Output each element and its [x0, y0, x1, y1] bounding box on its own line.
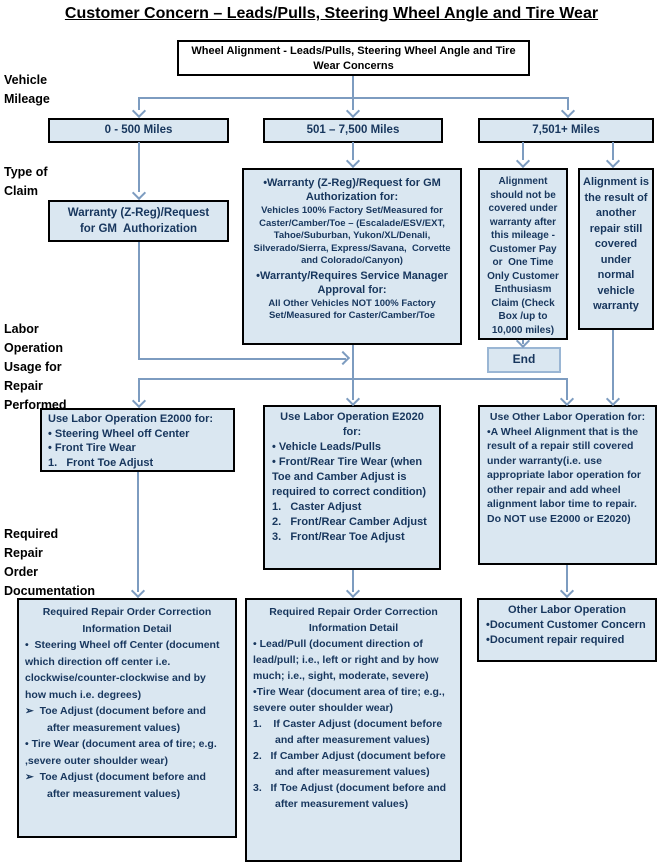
connector-7501-to-other-repair	[612, 142, 614, 160]
arrowhead-down-icon	[131, 185, 147, 201]
connector-7501-to-customer-pay	[522, 142, 524, 160]
connector-0-500-to-claim	[138, 142, 140, 192]
doc-box-e2000: Required Repair Order Correction Informa…	[17, 598, 237, 838]
connector-to-labor-other	[566, 378, 568, 400]
connector-e2020-to-doc	[352, 570, 354, 592]
arrowhead-down-icon	[345, 583, 361, 599]
connector-e2000-to-doc	[137, 472, 139, 592]
doc-box-e2020: Required Repair Order Correction Informa…	[245, 598, 462, 862]
arrowhead-down-icon	[131, 393, 147, 409]
connector-other-repair-to-labor	[612, 330, 614, 400]
connector-to-501-7500	[352, 97, 354, 110]
connector-to-e2000	[138, 378, 140, 402]
labor-box-e2000: Use Labor Operation E2000 for:• Steering…	[40, 408, 235, 472]
connector-labor-branch	[138, 378, 568, 380]
arrowhead-down-icon	[559, 391, 575, 407]
mileage-box-501-7500: 501 – 7,500 Miles	[263, 118, 443, 143]
arrowhead-down-icon	[345, 153, 361, 169]
connector-to-0-500	[138, 97, 140, 110]
end-box: End	[487, 347, 561, 373]
claim-box-warranty-gm-authorization: Warranty (Z-Reg)/Request for GM Authoriz…	[48, 200, 229, 242]
labor-box-e2020: Use Labor Operation E2020 for:• Vehicle …	[263, 405, 441, 570]
arrowhead-down-icon	[605, 391, 621, 407]
claim-box-warranty-options: •Warranty (Z-Reg)/Request for GM Authori…	[242, 168, 462, 345]
root-box-wheel-alignment-concerns: Wheel Alignment - Leads/Pulls, Steering …	[177, 40, 530, 76]
arrowhead-right-icon	[335, 350, 351, 366]
labor-box-other: Use Other Labor Operation for:•A Wheel A…	[478, 405, 657, 565]
arrowhead-down-icon	[130, 583, 146, 599]
arrowhead-down-icon	[345, 103, 361, 119]
arrowhead-down-icon	[345, 391, 361, 407]
doc-box-other: Other Labor Operation•Document Customer …	[477, 598, 657, 662]
connector-claim-left-down	[138, 242, 140, 360]
arrowhead-down-icon	[560, 103, 576, 119]
mileage-box-7501-plus: 7,501+ Miles	[478, 118, 654, 143]
connector-claim-left-merge	[138, 358, 346, 360]
connector-labor-other-to-doc	[566, 565, 568, 592]
connector-to-end	[522, 340, 524, 344]
connector-claim-mid-to-e2020	[352, 345, 354, 400]
arrowhead-down-icon	[559, 583, 575, 599]
connector-501-to-claim	[352, 142, 354, 160]
arrowhead-down-icon	[605, 153, 621, 169]
arrowhead-down-icon	[131, 103, 147, 119]
page-title: Customer Concern – Leads/Pulls, Steering…	[64, 5, 599, 22]
mileage-box-0-500: 0 - 500 Miles	[48, 118, 229, 143]
connector-to-7501	[567, 97, 569, 110]
connector-root-down	[352, 76, 354, 97]
claim-box-other-repair-warranty: Alignment is the result of another repai…	[578, 168, 654, 330]
arrowhead-down-icon	[515, 153, 531, 169]
claim-box-customer-pay: Alignment should not be covered under wa…	[478, 168, 568, 340]
